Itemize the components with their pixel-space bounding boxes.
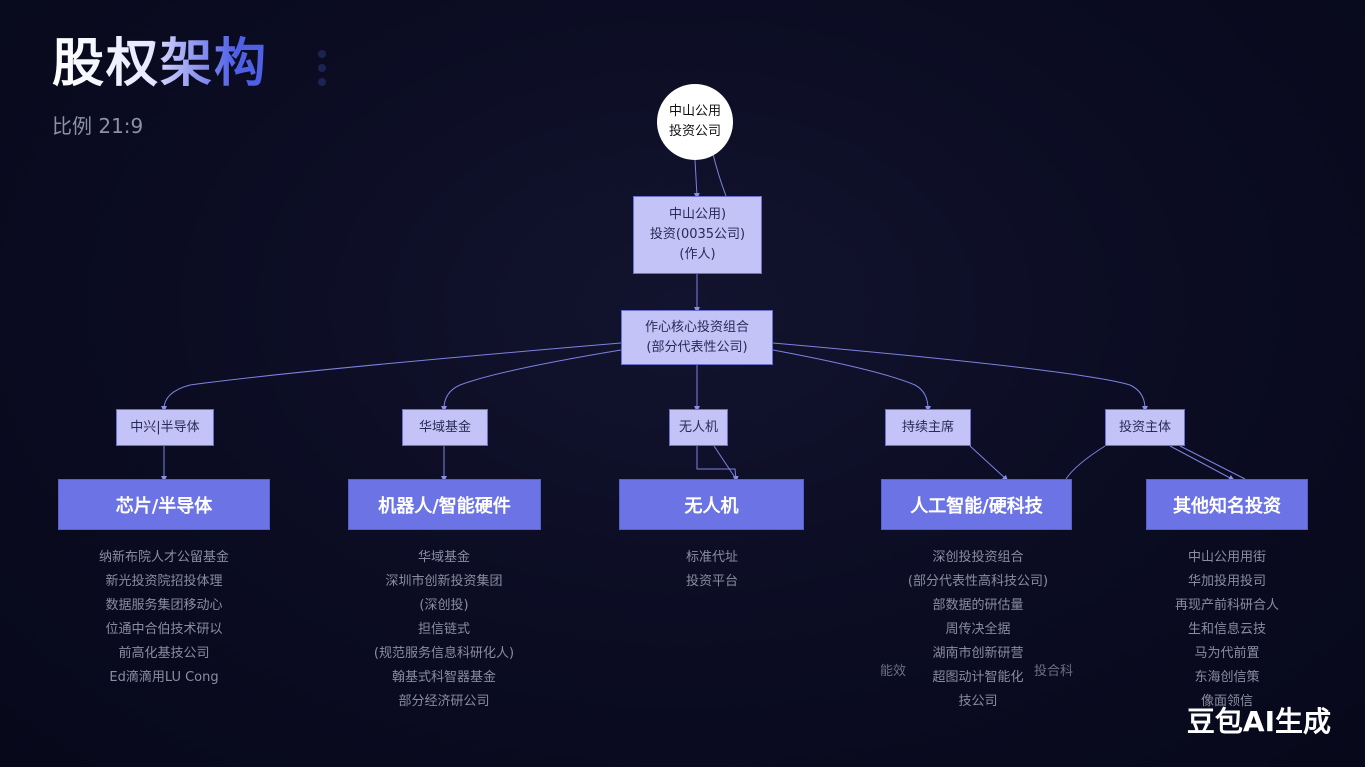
decorative-dots-icon bbox=[318, 50, 326, 92]
node-label: 中山公用) bbox=[668, 207, 727, 222]
category-drones[interactable]: 无人机 bbox=[619, 479, 804, 530]
list-item: 再现产前科研合人 bbox=[1174, 598, 1280, 613]
node-label: 投资公司 bbox=[668, 124, 721, 139]
company-list-chips: 纳新布院人才公留基金 新光投资院招投体理 数据服务集团移动心 位通中合伯技术研以… bbox=[99, 546, 229, 690]
company-list-other: 中山公用用街 华加投用投司 再现产前科研合人 生和信息云技 马为代前置 东海创信… bbox=[1175, 546, 1279, 714]
company-list-ai: 深创投投资组合 (部分代表性高科技公司) 部数据的研估量 周传决全据 湖南市创新… bbox=[908, 546, 1048, 714]
connector bbox=[441, 349, 622, 412]
list-item: (部分代表性高科技公司) bbox=[907, 574, 1049, 589]
list-item: 中山公用用街 bbox=[1187, 550, 1267, 565]
list-item: 周传决全据 bbox=[945, 622, 1011, 637]
list-item: 华加投用投司 bbox=[1187, 574, 1267, 589]
list-item: 马为代前置 bbox=[1194, 646, 1260, 661]
page-title: 股权架构 bbox=[52, 34, 269, 94]
company-list-drones: 标准代址 投资平台 bbox=[686, 546, 738, 594]
list-item: 华域基金 bbox=[417, 550, 470, 565]
branch-tag[interactable]: 无人机 bbox=[669, 409, 728, 446]
list-item: 纳新布院人才公留基金 bbox=[98, 550, 230, 565]
category-other-investments[interactable]: 其他知名投资 bbox=[1146, 479, 1308, 530]
connector bbox=[161, 342, 622, 412]
stray-label: 能效 bbox=[880, 664, 907, 679]
list-item: 位通中合伯技术研以 bbox=[105, 622, 223, 637]
category-chips-semiconductor[interactable]: 芯片/半导体 bbox=[58, 479, 270, 530]
connector bbox=[1065, 445, 1106, 480]
list-item: 数据服务集团移动心 bbox=[105, 598, 223, 613]
connector bbox=[772, 349, 931, 412]
branch-tag[interactable]: 持续主席 bbox=[885, 409, 971, 446]
category-robotics-hardware[interactable]: 机器人/智能硬件 bbox=[348, 479, 541, 530]
list-item: 生和信息云技 bbox=[1187, 622, 1267, 637]
branch-tag[interactable]: 中兴|半导体 bbox=[116, 409, 214, 446]
branch-tag[interactable]: 投资主体 bbox=[1105, 409, 1185, 446]
list-item: 新光投资院招投体理 bbox=[105, 574, 223, 589]
core-portfolio-node[interactable]: 作心核心投资组合 (部分代表性公司) bbox=[621, 310, 773, 365]
node-label: (作人) bbox=[679, 247, 716, 262]
list-item: 前高化基技公司 bbox=[118, 646, 210, 661]
watermark: 豆包AI生成 bbox=[1186, 705, 1331, 738]
list-item: Ed滴滴用LU Cong bbox=[109, 670, 219, 685]
company-list-robotics: 华域基金 深圳市创新投资集团 (深创投) 担信链式 (规范服务信息科研化人) 翰… bbox=[374, 546, 514, 714]
list-item: 标准代址 bbox=[685, 550, 739, 565]
list-item: (深创投) bbox=[419, 598, 469, 613]
page-subtitle: 比例 21:9 bbox=[52, 114, 144, 138]
root-node-zhongshan-investment[interactable]: 中山公用投资公司 bbox=[657, 84, 733, 160]
list-item: 投资平台 bbox=[685, 574, 739, 589]
list-item: 部数据的研估量 bbox=[932, 598, 1024, 613]
category-ai-hardtech[interactable]: 人工智能/硬科技 bbox=[881, 479, 1072, 530]
list-item: 湖南市创新研营 bbox=[932, 646, 1024, 661]
list-item: 超图动计智能化 bbox=[932, 670, 1024, 685]
node-label: 投资(0035公司) bbox=[649, 227, 746, 242]
connector bbox=[772, 342, 1148, 412]
node-label: 中山公用 bbox=[668, 104, 721, 119]
list-item: 像面领信 bbox=[1200, 694, 1254, 709]
connector bbox=[969, 445, 1009, 482]
connector bbox=[1179, 445, 1246, 480]
connector bbox=[1169, 445, 1235, 481]
branch-tag[interactable]: 华域基金 bbox=[402, 409, 488, 446]
stray-label: 投合科 bbox=[1034, 664, 1074, 679]
list-item: 技公司 bbox=[958, 694, 998, 709]
level1-node[interactable]: 中山公用) 投资(0035公司) (作人) bbox=[633, 196, 762, 274]
list-item: 深创投投资组合 bbox=[932, 550, 1024, 565]
list-item: 东海创信策 bbox=[1194, 670, 1260, 685]
node-label: 作心核心投资组合 bbox=[644, 319, 749, 335]
list-item: 深圳市创新投资集团 bbox=[385, 574, 503, 589]
list-item: (规范服务信息科研化人) bbox=[373, 646, 515, 661]
connector bbox=[709, 147, 727, 197]
list-item: 担信链式 bbox=[417, 622, 470, 637]
connector bbox=[713, 445, 737, 480]
list-item: 部分经济研公司 bbox=[398, 694, 490, 709]
connector bbox=[696, 446, 739, 482]
node-label: (部分代表性公司) bbox=[646, 339, 748, 355]
connector bbox=[693, 159, 700, 199]
list-item: 翰基式科智器基金 bbox=[391, 670, 496, 685]
